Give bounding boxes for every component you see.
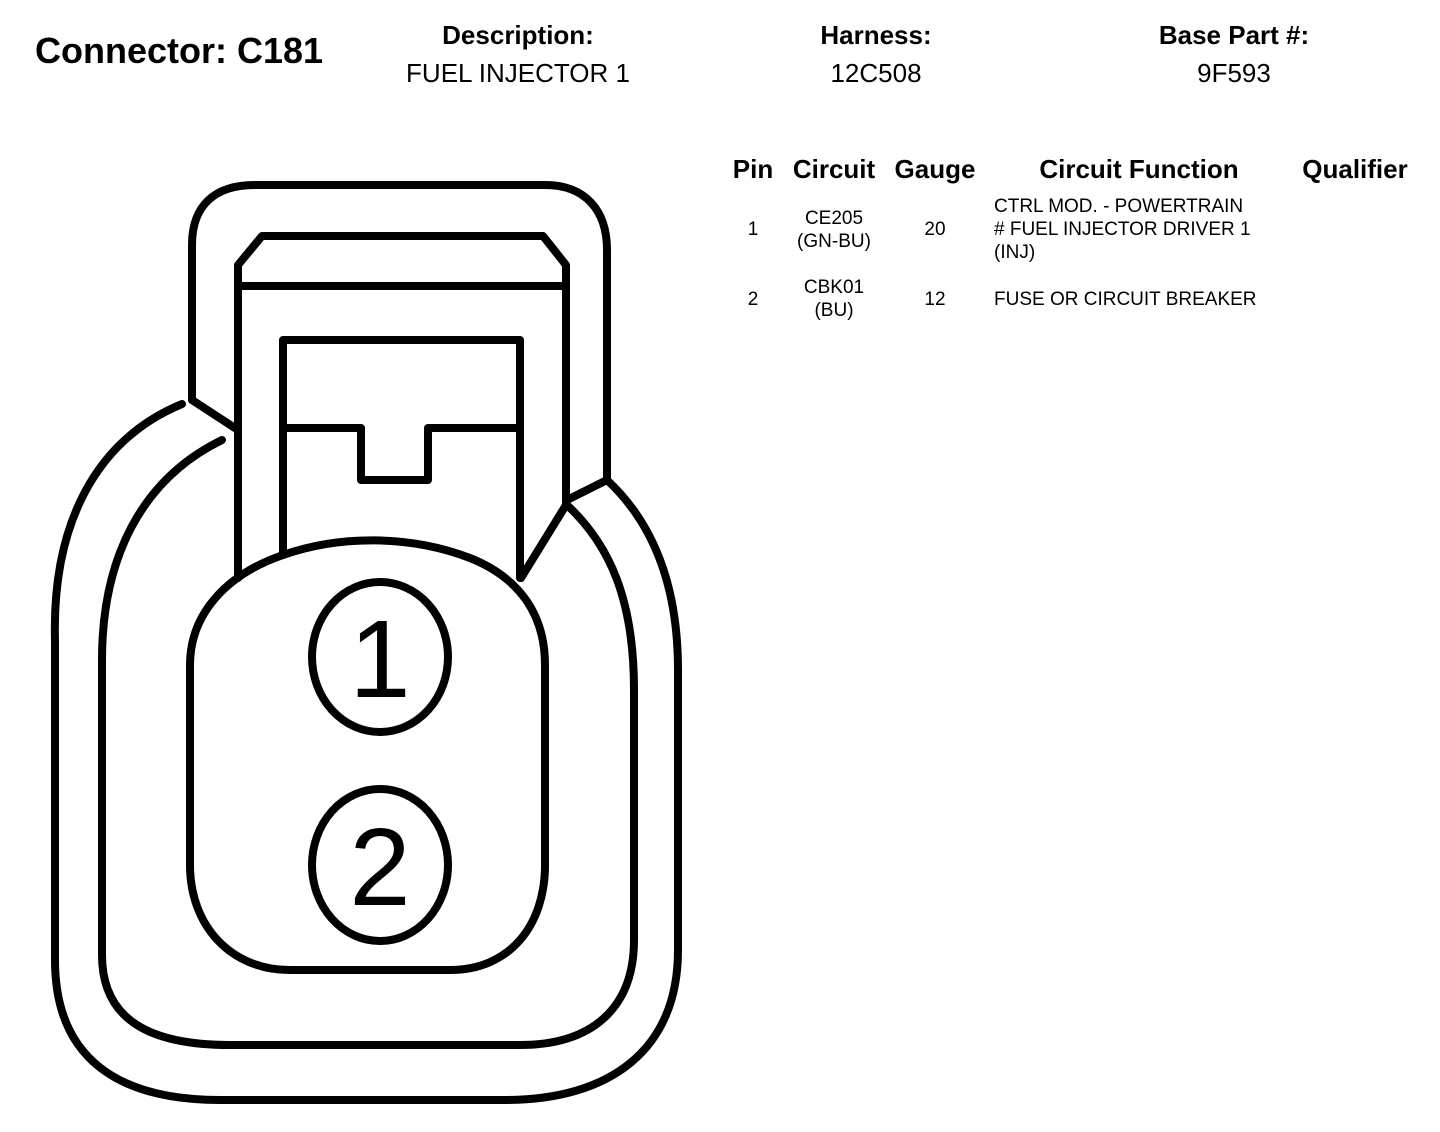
row-pin: 2 (747, 288, 759, 310)
header-circuit: Circuit (792, 154, 876, 184)
row-pin: 1 (747, 219, 759, 240)
connector-face-diagram: 1 2 (50, 181, 682, 1104)
row-circuit: CE205 (GN-BU) (784, 195, 884, 276)
row-qualifier (1292, 276, 1418, 334)
table-row: 1 CE205 (GN-BU) 20 CTRL MOD. - POWERTRAI… (722, 195, 1418, 276)
row-gauge: 12 (924, 288, 946, 310)
header-qualifier: Qualifier (1302, 154, 1408, 184)
base-part-label: Base Part #: (1158, 20, 1310, 50)
function-line: (INJ) (994, 242, 1036, 263)
header-pin: Pin (732, 154, 774, 184)
pin-label-2: 2 (349, 806, 410, 929)
header-circuit-function: Circuit Function (1039, 154, 1239, 184)
header-gauge: Gauge (894, 154, 976, 184)
row-circuit-function: FUSE OR CIRCUIT BREAKER (986, 276, 1292, 334)
connector-title: Connector: C181 (35, 30, 324, 71)
pin-label-1: 1 (349, 598, 410, 721)
row-gauge: 20 (924, 219, 946, 240)
description-label: Description: (442, 20, 594, 50)
latch-outline (234, 232, 570, 582)
table-row: 2 CBK01 (BU) 12 FUSE OR CIRCUIT BREAKER (722, 276, 1418, 334)
harness-label: Harness: (820, 20, 932, 50)
tab-housing-link-left (188, 396, 242, 434)
pin-cavity-body (186, 536, 549, 974)
lock-tab-housing-outline (188, 181, 611, 484)
latch-window-outline (279, 336, 524, 582)
circuit-id: CE205 (804, 207, 864, 229)
tab-housing-link-right (563, 476, 611, 504)
inner-housing-outline (98, 436, 638, 1049)
circuit-id: CBK01 (803, 277, 865, 298)
function-line: # FUEL INJECTOR DRIVER 1 (994, 219, 1251, 240)
base-part-value: 9F593 (1197, 58, 1271, 88)
pin-cavity-1 (308, 578, 452, 736)
function-line: FUSE OR CIRCUIT BREAKER (994, 288, 1257, 310)
row-circuit: CBK01 (BU) (784, 276, 884, 334)
circuit-color: (BU) (814, 300, 854, 321)
harness-block: Harness: 12C508 (776, 20, 976, 88)
harness-value: 12C508 (830, 58, 922, 88)
description-value: FUEL INJECTOR 1 (406, 58, 630, 88)
description-block: Description: FUEL INJECTOR 1 (378, 20, 658, 88)
function-line: CTRL MOD. - POWERTRAIN (994, 196, 1244, 217)
row-qualifier (1292, 195, 1418, 276)
pin-cavity-2 (308, 785, 452, 945)
pin-table: Pin Circuit Gauge Circuit Function Quali… (722, 154, 1418, 334)
row-circuit-function: CTRL MOD. - POWERTRAIN # FUEL INJECTOR D… (986, 195, 1292, 276)
outer-housing-outline (50, 400, 682, 1104)
latch-notch (279, 424, 524, 484)
circuit-color: (GN-BU) (797, 230, 871, 252)
pin-table-header-row: Pin Circuit Gauge Circuit Function Quali… (722, 154, 1418, 195)
base-part-block: Base Part #: 9F593 (1134, 20, 1334, 88)
